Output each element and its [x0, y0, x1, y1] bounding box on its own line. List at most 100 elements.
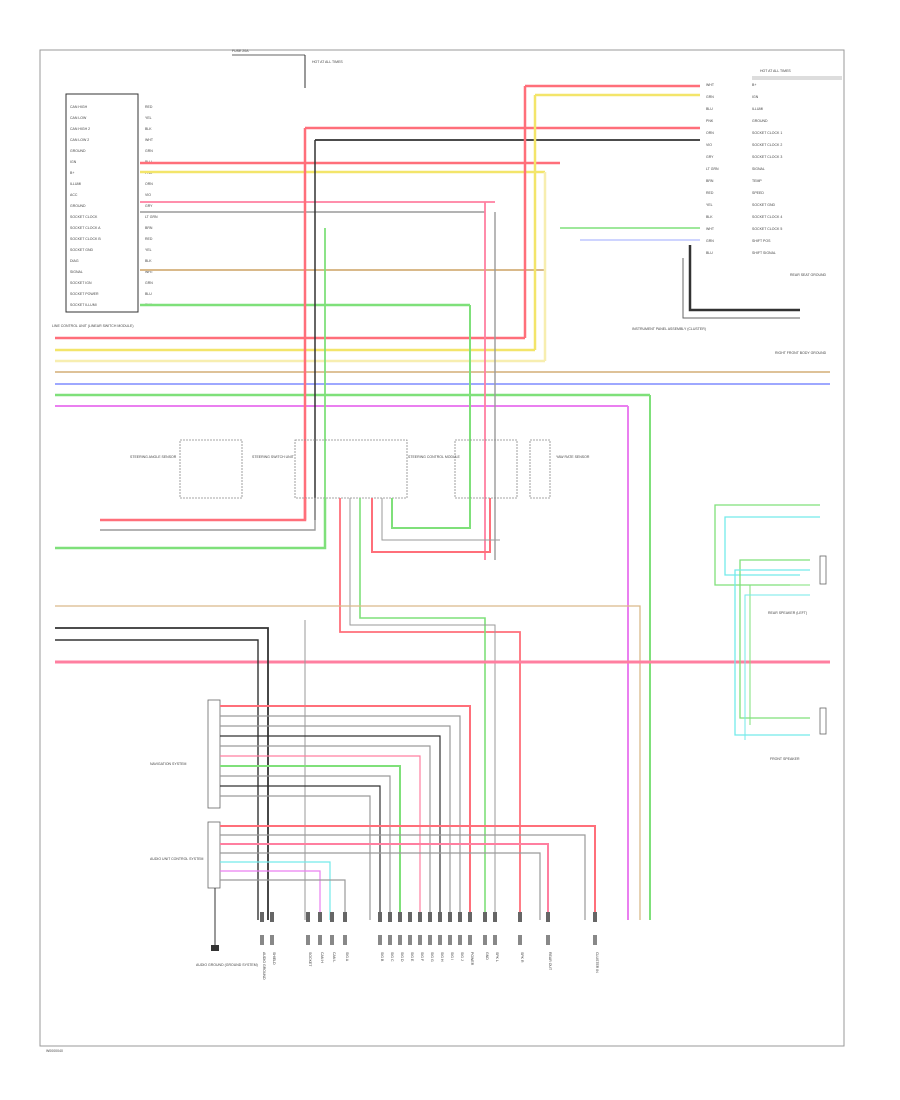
rear-speaker-symbol	[819, 555, 827, 585]
bottom-pin-connector	[483, 912, 487, 922]
left-pin-wire-color: GRN	[145, 149, 153, 153]
bottom-pin-terminal	[428, 935, 432, 945]
spk-cyan-1	[724, 516, 820, 576]
left-pin-wire-color: RED	[145, 105, 153, 109]
bottom-pin-label: SPK R	[520, 952, 524, 963]
bottom-pin-connector	[343, 912, 347, 922]
bottom-pin-label: SIG E	[410, 952, 414, 962]
right-pin-label: GROUND	[752, 119, 768, 123]
navigation-wire	[220, 775, 391, 920]
bottom-pin-connector	[260, 912, 264, 922]
left-pin-label: GROUND	[70, 204, 86, 208]
bottom-pin-label: SIG I	[450, 952, 454, 960]
front-speaker-label: FRONT SPEAKER	[770, 757, 800, 761]
right-pin-wire-color: GRN	[706, 95, 714, 99]
bottom-pin-connector	[418, 912, 422, 922]
right-pin-wire-color: LT GRN	[706, 167, 719, 171]
left-pin-wire-color: LT GRN	[145, 215, 158, 219]
bottom-pin-terminal	[318, 935, 322, 945]
bottom-pin-connector	[330, 912, 334, 922]
right-pin-wire-color: GRN	[706, 239, 714, 243]
right-pin-label: SPEED	[752, 191, 764, 195]
left-pin-label: SOCKET ILLUMI	[70, 303, 97, 307]
connector-b-box	[294, 439, 408, 499]
bottom-pin-connector	[408, 912, 412, 922]
bottom-pin-connector	[493, 912, 497, 922]
right-connector-box	[752, 76, 842, 80]
left-pin-label: SOCKET POWER	[70, 292, 99, 296]
bottom-pin-terminal	[306, 935, 310, 945]
bottom-pin-terminal	[260, 935, 264, 945]
spk-cyan-3	[744, 594, 810, 740]
right-pin-wire-color: BLU	[706, 251, 713, 255]
right-pin-label: SHIFT POS	[752, 239, 771, 243]
right-pin-label: SOCKET CLOCK 1	[752, 131, 782, 135]
bottom-pin-label: REAR OUT	[548, 952, 552, 971]
right-pin-label: SOCKET CLOCK 4	[752, 215, 782, 219]
left-pin-wire-color: YEL	[145, 116, 152, 120]
left-pin-wire-color: GRY	[145, 204, 153, 208]
bottom-pin-connector	[518, 912, 522, 922]
drop-green-a	[359, 498, 486, 920]
left-control-unit	[65, 93, 139, 313]
bottom-pin-label: CLUSTER IN	[595, 952, 599, 973]
left-pin-label: IGN	[70, 160, 77, 164]
bottom-pin-label: SIG D	[400, 952, 404, 962]
spk-green-3	[749, 584, 810, 725]
rear-speaker-label: REAR SPEAKER (LEFT)	[768, 611, 807, 615]
cluster-bracket	[688, 245, 800, 312]
navigation-wire	[220, 785, 381, 920]
navigation-wire	[220, 765, 401, 920]
bottom-pin-terminal	[408, 935, 412, 945]
audio-unit-box	[207, 821, 221, 889]
bottom-pin-label: CAN L	[332, 952, 336, 962]
connector-a-box	[179, 439, 243, 499]
bottom-pin-label: SIG B	[380, 952, 384, 962]
left-pin-wire-color: GRN	[145, 281, 153, 285]
right-pin-label: TEMP	[752, 179, 762, 183]
navigation-label: NAVIGATION SYSTEM	[150, 762, 187, 766]
bottom-pin-terminal	[388, 935, 392, 945]
audio-unit-wire	[220, 879, 346, 920]
connector-row: STEERING ANGLE SENSOR STEERING SWITCH UN…	[130, 439, 590, 499]
right-ground-label: REAR SEAT GROUND	[790, 273, 827, 277]
navigation-wire	[220, 705, 471, 920]
bottom-pin-terminal	[468, 935, 472, 945]
bottom-pin-label: SIG G	[430, 952, 434, 962]
left-pin-label: SIGNAL	[70, 270, 83, 274]
bottom-pin-terminal	[593, 935, 597, 945]
left-pin-label: CAN HIGH 2	[70, 127, 90, 131]
diagram-border	[39, 49, 845, 1047]
navigation-box	[207, 699, 221, 809]
top-label-hot: HOT AT ALL TIMES	[312, 60, 343, 64]
audio-unit-wire	[220, 861, 331, 920]
connector-b-label: STEERING SWITCH UNIT	[252, 455, 295, 459]
right-pin-wire-color: BLK	[706, 215, 713, 219]
bottom-pin-label: SIG A	[345, 952, 349, 962]
bottom-pin-label: SIG C	[390, 952, 394, 962]
left-pin-label: SOCKET GND	[70, 248, 94, 252]
spk-green-2	[739, 559, 810, 719]
connector-c-label: STEERING CONTROL MODULE	[408, 455, 460, 459]
left-pin-wire-color: BLU	[145, 292, 152, 296]
left-pin-label: CAN LOW 2	[70, 138, 89, 142]
navigation-wire	[220, 755, 421, 920]
left-pin-wire-color: RED	[145, 237, 153, 241]
left-pin-label: SOCKET CLOCK A	[70, 226, 101, 230]
navigation-wire	[220, 745, 431, 920]
left-pin-label: SOCKET CLOCK B	[70, 237, 101, 241]
bottom-pin-terminal	[398, 935, 402, 945]
loop-red-2	[371, 498, 491, 553]
bottom-pin-connector	[306, 912, 310, 922]
bottom-pin-terminal	[493, 935, 497, 945]
left-pin-wire-color: WHT	[145, 270, 154, 274]
bottom-pin-label: POWER	[470, 952, 474, 966]
bottom-pin-connector	[388, 912, 392, 922]
left-pin-label: CAN HIGH	[70, 105, 88, 109]
bottom-pin-terminal	[448, 935, 452, 945]
bottom-pin-terminal	[546, 935, 550, 945]
left-pin-label: GROUND	[70, 149, 86, 153]
loop-gray-1	[100, 498, 316, 531]
